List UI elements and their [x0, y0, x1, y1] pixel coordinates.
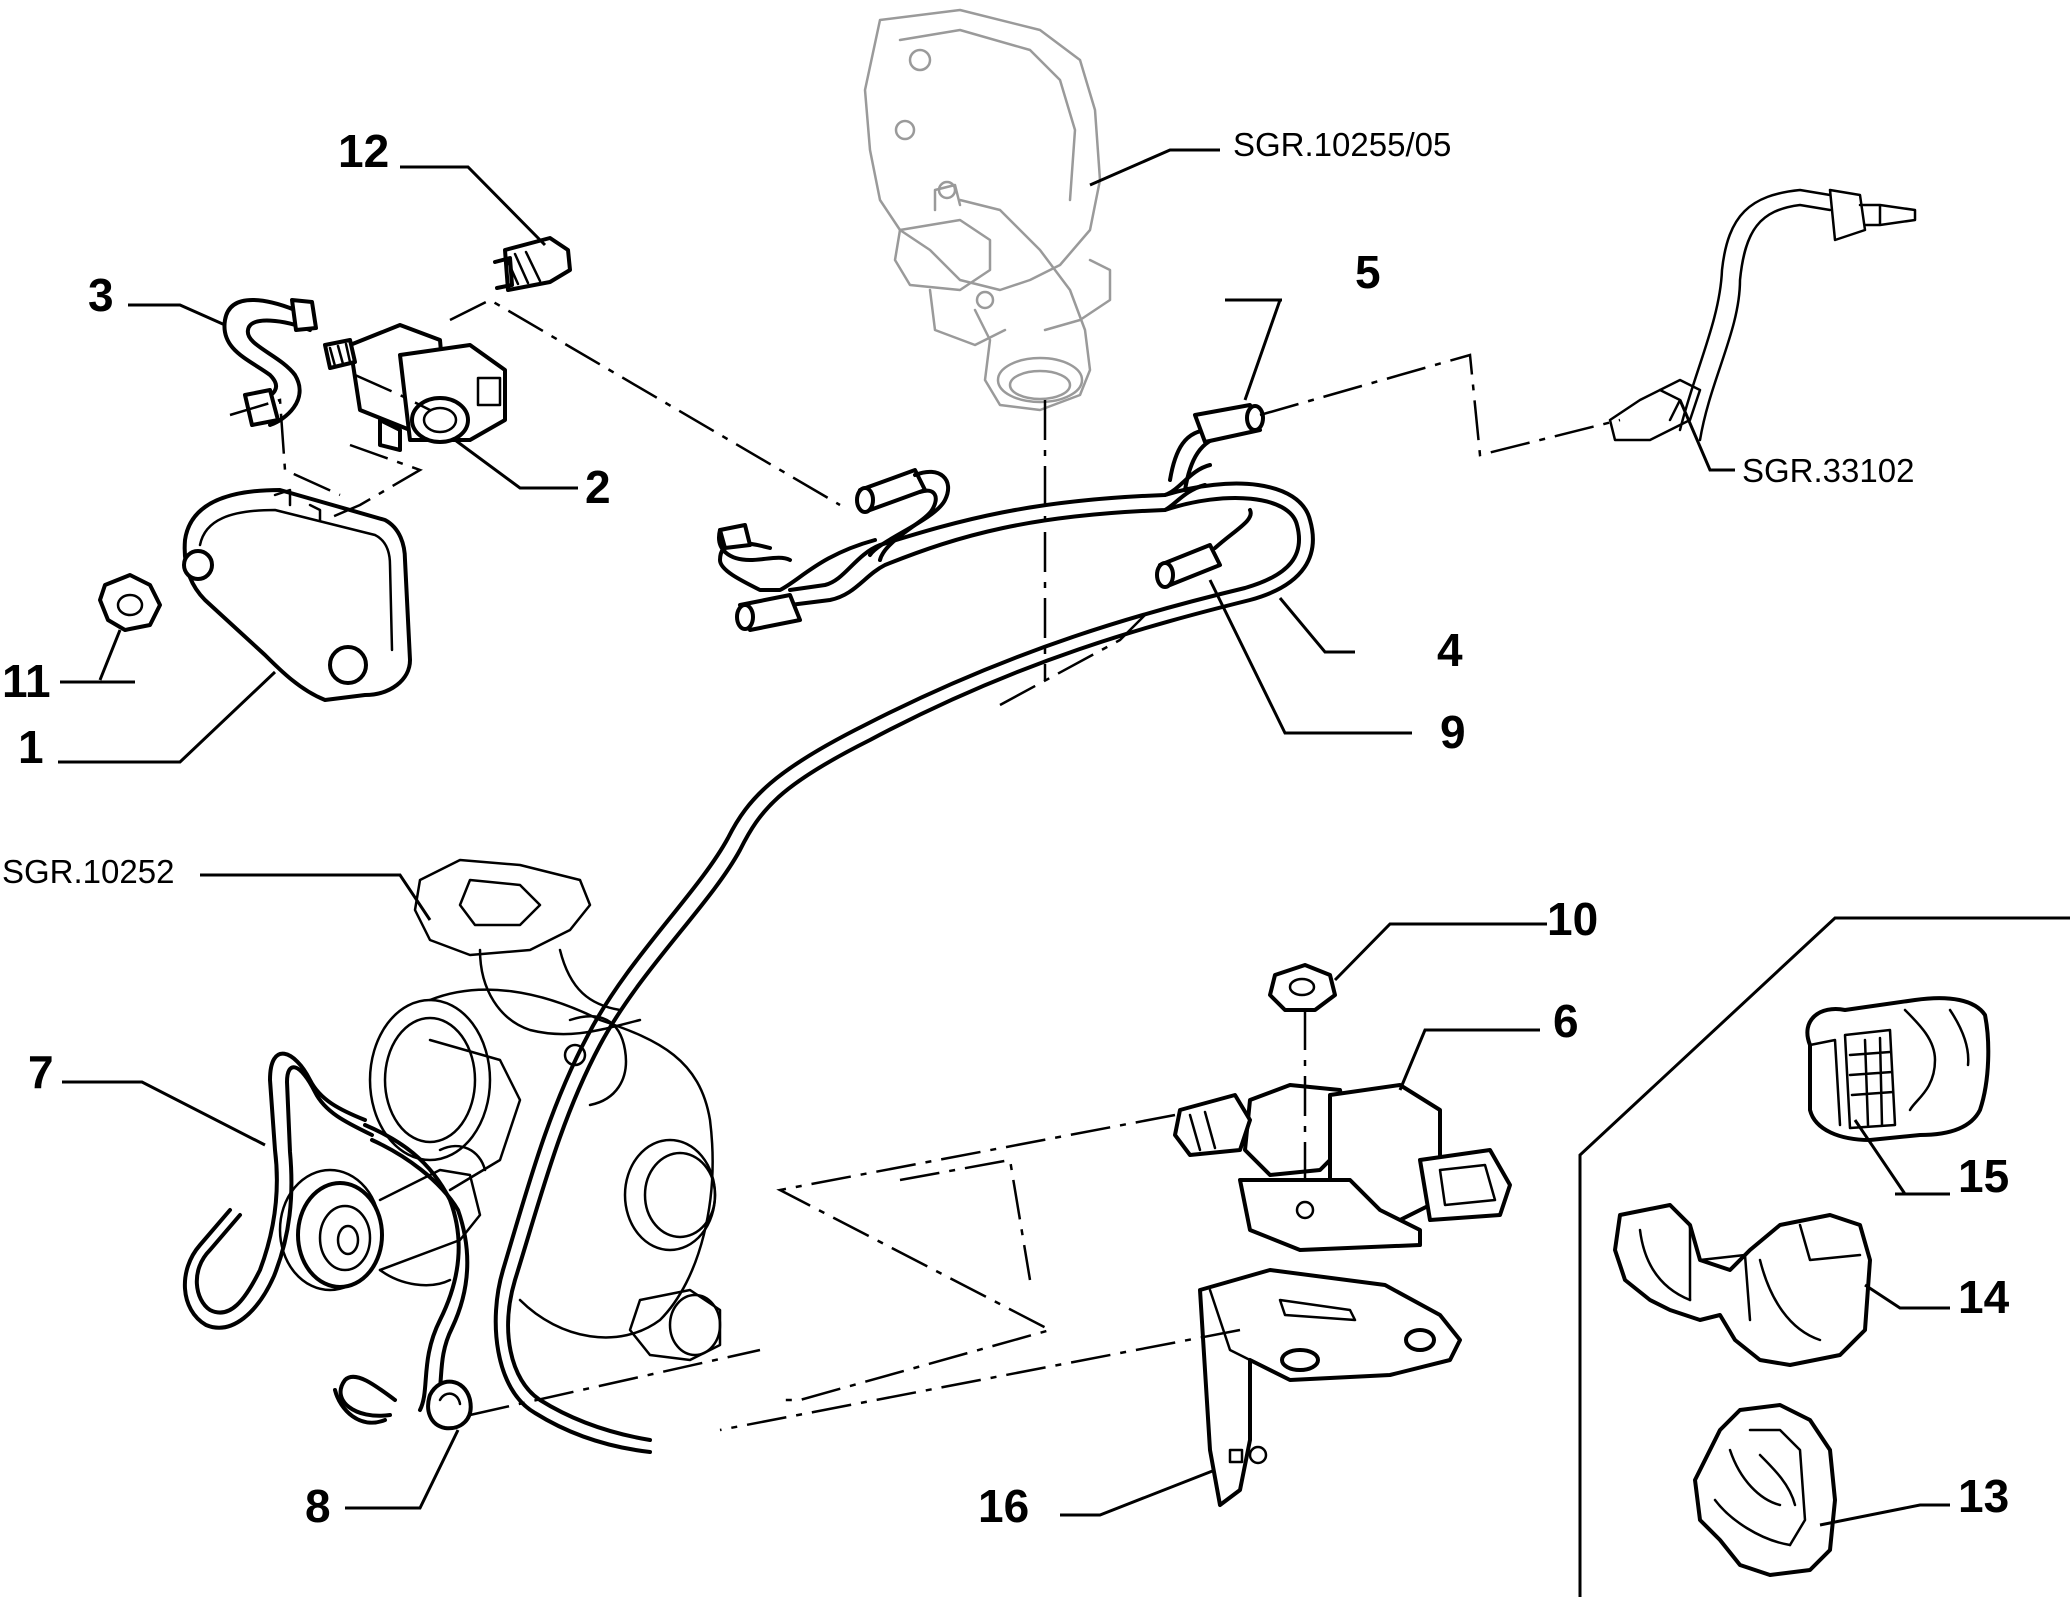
callout-1: 1 [18, 721, 44, 773]
callout-5: 5 [1355, 246, 1381, 298]
ref-sensor-line: SGR.33102 [1742, 452, 1914, 489]
callout-15: 15 [1958, 1150, 2009, 1202]
callout-10: 10 [1547, 893, 1598, 945]
hose-left-branch [717, 468, 951, 632]
alignment-lines [229, 298, 1621, 1432]
callout-6: 6 [1553, 995, 1579, 1047]
callout-7: 7 [28, 1046, 54, 1098]
hose-7 [182, 1051, 470, 1425]
callout-3: 3 [88, 269, 114, 321]
clamp-8 [426, 1379, 473, 1431]
hose-9 [1155, 508, 1253, 589]
callout-9: 9 [1440, 706, 1466, 758]
hose-5 [1168, 403, 1265, 492]
bolt-12 [493, 236, 572, 292]
pipe-assembly-4 [493, 463, 1315, 1454]
detail-panel-border [1578, 916, 2070, 1597]
ref-turbocharger: SGR.10252 [2, 853, 174, 890]
callout-13: 13 [1958, 1470, 2009, 1522]
solenoid-valve-6 [1173, 1083, 1512, 1252]
clip-13 [1693, 1403, 1837, 1577]
nut-10 [1268, 963, 1337, 1012]
callout-12: 12 [338, 125, 389, 177]
sensor-line-ghost [1608, 188, 1917, 442]
callout-4: 4 [1437, 624, 1463, 676]
callout-16: 16 [978, 1480, 1029, 1532]
hose-3 [222, 298, 318, 427]
leader-lines [58, 148, 1950, 1527]
callout-14: 14 [1958, 1271, 2010, 1323]
solenoid-valve-2 [323, 323, 507, 452]
cover-1 [182, 488, 412, 702]
nut-11 [98, 573, 162, 632]
turbocharger [278, 858, 722, 1362]
ref-exhaust-manifold: SGR.10255/05 [1233, 126, 1451, 163]
exhaust-manifold-ghost [863, 8, 1112, 412]
callout-8: 8 [305, 1480, 331, 1532]
clip-14 [1613, 1203, 1872, 1367]
callout-2: 2 [585, 461, 611, 513]
callout-11: 11 [2, 655, 51, 707]
clip-15 [1805, 996, 1991, 1142]
bracket-16 [1198, 1268, 1462, 1507]
